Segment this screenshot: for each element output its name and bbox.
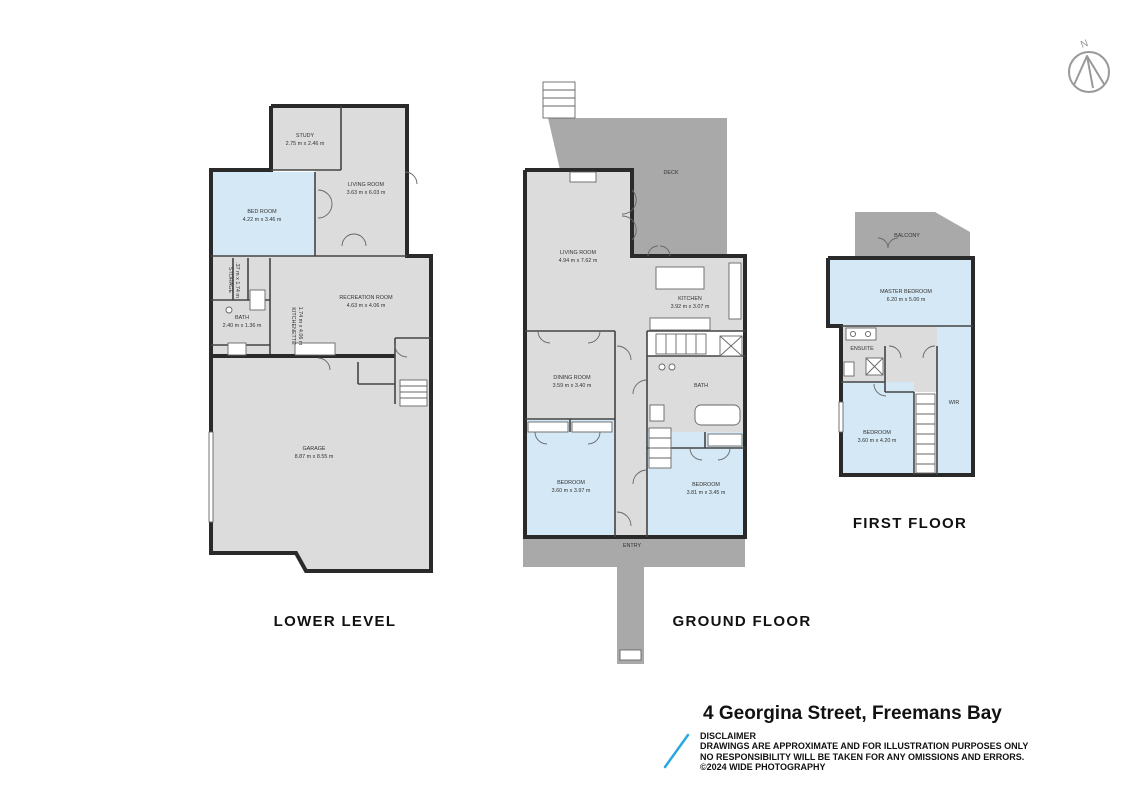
lower-living-room-dims: 3.63 m x 6.03 m — [347, 190, 386, 196]
disclaimer-title: DISCLAIMER — [700, 731, 756, 741]
ground-living-room-label: LIVING ROOM — [560, 250, 596, 256]
first-balcony-label: BALCONY — [894, 233, 920, 239]
ground-dining-dims: 3.59 m x 3.40 m — [553, 383, 592, 389]
first-floor-plan: BALCONY MASTER BEDROOM 6.20 m x 5.00 m E… — [826, 212, 975, 532]
lower-living-room-label: LIVING ROOM — [348, 182, 384, 188]
first-master-bedroom-area — [828, 258, 973, 326]
first-bedroom-label: BEDROOM — [863, 430, 891, 436]
disclaimer-block: DISCLAIMER DRAWINGS ARE APPROXIMATE AND … — [700, 731, 1028, 773]
ground-hall-area — [615, 331, 647, 541]
ground-bedroom-1-area — [525, 419, 615, 535]
lower-stair — [399, 379, 428, 407]
lower-kitchenette-label: KITCHENETTE — [290, 307, 296, 345]
ground-kitchen-label: KITCHEN — [678, 296, 702, 302]
ground-kitchen-dims: 3.92 m x 3.07 m — [671, 304, 710, 310]
ground-floor-title: GROUND FLOOR — [673, 613, 812, 630]
first-stair — [915, 393, 936, 474]
ground-outer-wall — [523, 168, 747, 539]
ground-entry-label: ENTRY — [623, 543, 642, 549]
lower-study-label: STUDY — [296, 133, 315, 139]
property-address: 4 Georgina Street, Freemans Bay — [703, 703, 1002, 724]
ground-kitchen-island — [655, 266, 705, 290]
lower-recreation-area — [211, 256, 431, 356]
first-ensuite-label: ENSUITE — [850, 346, 874, 352]
ground-bedroom-2-label: BEDROOM — [692, 482, 720, 488]
first-master-bedroom-dims: 6.20 m x 5.00 m — [887, 297, 926, 303]
ground-stair — [655, 333, 707, 355]
ground-living-room-dims: 4.94 m x 7.62 m — [559, 258, 598, 264]
disclaimer-line-2: NO RESPONSIBILITY WILL BE TAKEN FOR ANY … — [700, 751, 1025, 762]
first-floor-title: FIRST FLOOR — [853, 515, 967, 532]
lower-study-dims: 2.75 m x 2.46 m — [286, 141, 325, 147]
ground-bedroom-2-dims: 3.81 m x 3.45 m — [687, 490, 726, 496]
ground-deck-label: DECK — [664, 170, 679, 176]
ground-dining-label: DINING ROOM — [553, 375, 591, 381]
lower-bedroom-area — [211, 172, 315, 256]
ground-bedroom-1-dims: 3.60 m x 3.97 m — [552, 488, 591, 494]
lower-bedroom-dims: 4.22 m x 3.46 m — [243, 217, 282, 223]
north-label: N — [1079, 38, 1090, 51]
first-wir-label: WIR — [949, 400, 960, 406]
lower-bedroom-label: BED ROOM — [247, 209, 277, 215]
ground-entry-area — [523, 537, 745, 567]
lower-study-area — [271, 106, 341, 170]
ground-floor-plan: DECK LIVING ROOM 4.94 m x 7.62 m KITCHEN… — [523, 81, 812, 664]
lower-recreation-dims: 4.63 m x 4.06 m — [347, 303, 386, 309]
lower-storage-dims: .37 m x 1.74 m — [234, 262, 240, 298]
lower-outer-wall — [209, 104, 433, 573]
brand-accent-stroke — [663, 733, 690, 769]
lower-bath-label: BATH — [235, 315, 249, 321]
lower-bath-dims: 2.40 m x 1.36 m — [223, 323, 262, 329]
ground-bathtub — [694, 404, 741, 426]
ground-dining-area — [525, 331, 615, 419]
lower-garage-area — [211, 356, 431, 571]
lower-kitchenette-bench — [294, 342, 336, 356]
north-arrow-icon: N — [1068, 38, 1110, 93]
first-master-bedroom-label: MASTER BEDROOM — [880, 289, 932, 295]
lower-level-plan: STUDY 2.75 m x 2.46 m LIVING ROOM 3.63 m… — [208, 104, 433, 630]
first-outer-wall — [826, 256, 975, 477]
ground-bedroom-1-label: BEDROOM — [557, 480, 585, 486]
first-wir-area — [937, 326, 973, 475]
ground-entry-path — [617, 567, 644, 664]
disclaimer-line-3: ©2024 WIDE PHOTOGRAPHY — [700, 762, 826, 773]
lower-kitchenette-dims: 1.74 m x 4.06 m — [297, 307, 303, 346]
first-balcony-area — [855, 212, 970, 258]
ground-deck-stair — [542, 81, 576, 119]
first-bedroom-dims: 3.60 m x 4.20 m — [858, 438, 897, 444]
disclaimer-line-1: DRAWINGS ARE APPROXIMATE AND FOR ILLUSTR… — [700, 741, 1029, 752]
ground-deck-area — [548, 118, 727, 256]
lower-level-title: LOWER LEVEL — [274, 613, 397, 630]
ground-living-kitchen-area — [525, 170, 745, 331]
lower-garage-label: GARAGE — [302, 446, 325, 452]
lower-recreation-label: RECREATION ROOM — [339, 295, 393, 301]
lower-garage-dims: 8.87 m x 8.55 m — [295, 454, 334, 460]
first-bedroom-area — [841, 382, 914, 475]
ground-bath-label: BATH — [694, 383, 708, 389]
lower-storage-label: STORAGE — [227, 267, 233, 294]
